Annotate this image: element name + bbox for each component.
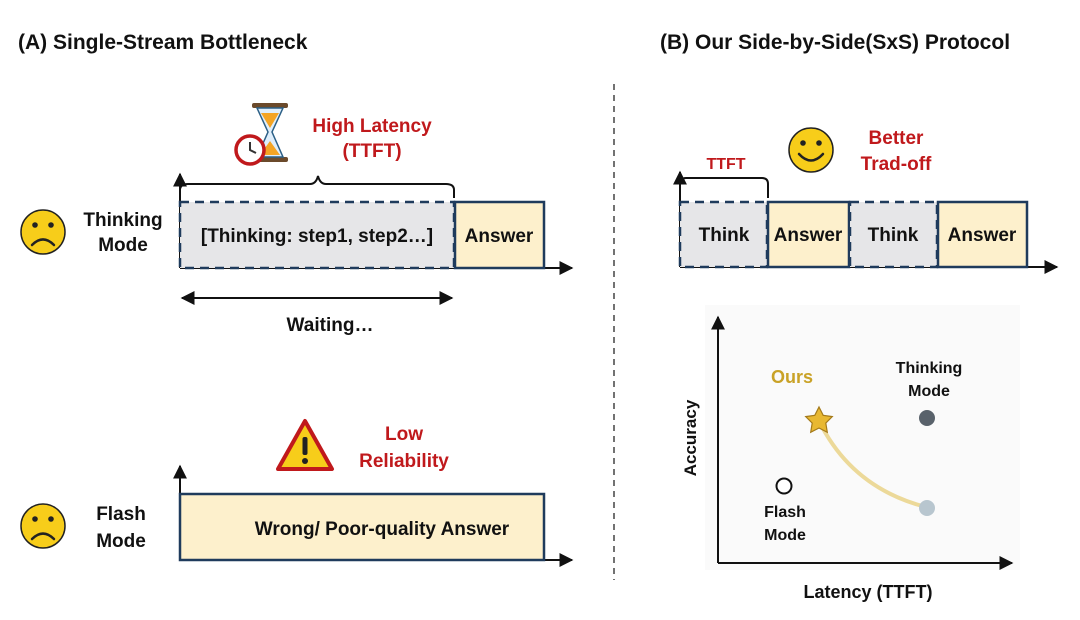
low-label: Low xyxy=(385,424,423,445)
flash-mode-label-2: Mode xyxy=(96,531,146,552)
flash-mode-label: Flash xyxy=(96,504,146,525)
panel-b-title: (B) Our Side-by-Side(SxS) Protocol xyxy=(660,31,1010,54)
thinking-mode-point-label-2: Mode xyxy=(908,383,950,400)
ttft-label: TTFT xyxy=(706,156,745,173)
sad-face-icon xyxy=(20,209,66,255)
flash-mode-point-label-2: Mode xyxy=(764,527,806,544)
tradeoff-curve xyxy=(817,419,928,509)
thinking-mode-point-label: Thinking xyxy=(896,360,963,377)
sxs-answer-block xyxy=(936,200,1029,269)
flash-answer-block xyxy=(178,492,546,562)
sxs-answer-block xyxy=(766,200,851,269)
panel-a-title: (A) Single-Stream Bottleneck xyxy=(18,31,308,54)
thinking-mode-label-2: Mode xyxy=(98,235,148,256)
waiting-label: Waiting… xyxy=(287,315,374,336)
flash-answer-label: Wrong/ Poor-quality Answer xyxy=(255,519,510,540)
answer-block xyxy=(453,200,546,270)
ours-label: Ours xyxy=(771,367,813,387)
sxs-think-label: Think xyxy=(699,225,750,246)
warning-icon xyxy=(276,419,334,471)
latency-brace xyxy=(179,175,455,198)
tradeoff-label: Trad-off xyxy=(861,154,932,175)
thinking-block xyxy=(178,200,456,270)
plot-x-label: Latency (TTFT) xyxy=(804,582,933,602)
thinking-mode-point xyxy=(919,410,935,426)
sxs-think-block xyxy=(678,200,769,269)
thinking-block-label: [Thinking: step1, step2…] xyxy=(201,226,433,247)
star-icon xyxy=(804,405,834,434)
happy-face-icon xyxy=(788,127,834,173)
sxs-end-point xyxy=(919,500,935,516)
sxs-think-block xyxy=(848,200,939,269)
better-label: Better xyxy=(869,128,925,149)
flash-mode-point xyxy=(775,477,793,495)
high-latency-label: High Latency xyxy=(312,116,432,137)
sxs-answer-label: Answer xyxy=(774,225,843,246)
sxs-think-label: Think xyxy=(868,225,919,246)
hourglass-icon xyxy=(234,103,288,166)
ttft-latency-label: (TTFT) xyxy=(342,141,401,162)
answer-block-label: Answer xyxy=(465,226,534,247)
reliability-label: Reliability xyxy=(359,451,449,472)
tradeoff-plot: Accuracy Latency (TTFT) Ours Thinking Mo… xyxy=(681,305,1020,602)
flash-mode-point-label: Flash xyxy=(764,504,806,521)
thinking-mode-label: Thinking xyxy=(83,210,162,231)
sxs-answer-label: Answer xyxy=(948,225,1017,246)
ttft-bracket xyxy=(679,177,769,198)
plot-y-label: Accuracy xyxy=(681,399,700,476)
sad-face-icon xyxy=(20,503,66,549)
